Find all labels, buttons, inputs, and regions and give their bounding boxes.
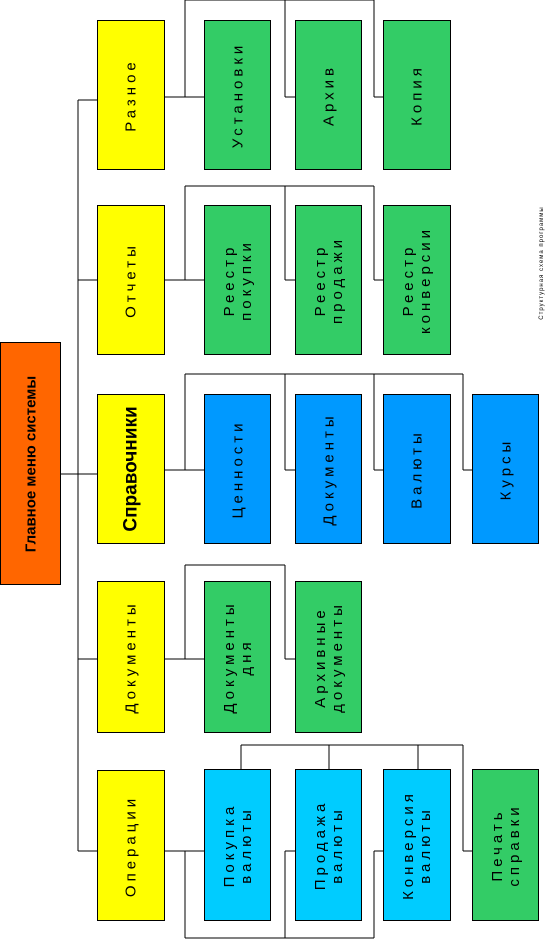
item-archive-documents-box: Архивные документы: [295, 581, 362, 733]
item-sell-currency-label: Продажа валюты: [311, 799, 346, 891]
group-reports-label: Отчеты: [122, 242, 140, 318]
group-reports-box: Отчеты: [97, 205, 165, 355]
item-conversion-register-box: Реестр конверсии: [383, 205, 451, 355]
item-rates-label: Курсы: [497, 437, 514, 501]
item-archive-box: Архив: [295, 20, 362, 170]
item-sell-currency-box: Продажа валюты: [295, 769, 362, 921]
diagram-caption: Структурная схема программы: [539, 206, 545, 320]
item-copy-label: Копия: [408, 64, 426, 126]
item-settings-box: Установки: [204, 20, 271, 170]
item-sales-register-box: Реестр продажи: [295, 205, 362, 355]
group-misc-label: Разное: [122, 58, 140, 132]
item-archive-label: Архив: [320, 63, 337, 127]
item-day-documents-box: Документы дня: [204, 581, 271, 733]
item-currencies-box: Валюты: [383, 394, 451, 544]
item-purchase-register-box: Реестр покупки: [204, 205, 271, 355]
item-ref-documents-label: Документы: [320, 412, 337, 526]
item-archive-documents-label: Архивные документы: [311, 601, 346, 713]
item-day-documents-label: Документы дня: [220, 600, 255, 714]
item-ref-documents-box: Документы: [295, 394, 362, 544]
main-menu-box: Главное меню системы: [0, 342, 61, 585]
group-references-label: Справочники: [120, 406, 142, 532]
item-valuables-box: Ценности: [204, 394, 271, 544]
group-operations-box: Операции: [97, 770, 165, 921]
item-currencies-label: Валюты: [408, 429, 426, 509]
item-print-certificate-box: Печать справки: [472, 769, 539, 921]
item-sales-register-label: Реестр продажи: [311, 236, 346, 324]
main-menu-label: Главное меню системы: [22, 375, 39, 552]
item-purchase-register-label: Реестр покупки: [220, 239, 255, 321]
group-operations-label: Операции: [122, 794, 140, 897]
item-rates-box: Курсы: [472, 394, 539, 544]
group-documents-label: Документы: [122, 600, 140, 714]
item-buy-currency-label: Покупка валюты: [220, 802, 255, 888]
item-copy-box: Копия: [383, 20, 451, 170]
item-conversion-register-label: Реестр конверсии: [400, 225, 434, 335]
item-valuables-label: Ценности: [229, 419, 246, 519]
item-print-certificate-label: Печать справки: [488, 803, 523, 887]
group-documents-box: Документы: [97, 581, 165, 733]
group-misc-box: Разное: [97, 20, 165, 170]
item-convert-currency-box: Конверсия валюты: [383, 769, 451, 921]
group-references-box: Справочники: [97, 394, 165, 544]
item-convert-currency-label: Конверсия валюты: [400, 790, 434, 900]
item-buy-currency-box: Покупка валюты: [204, 769, 271, 921]
item-settings-label: Установки: [229, 41, 246, 149]
